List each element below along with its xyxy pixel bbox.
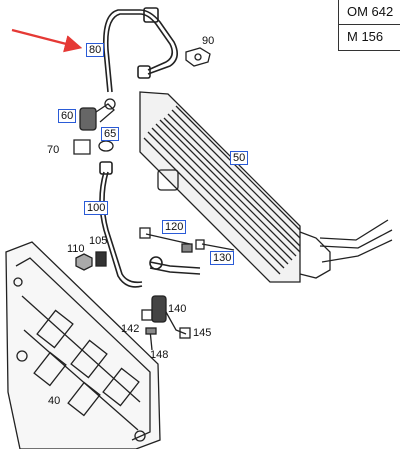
nut-110-clip-105 [75, 251, 107, 271]
engine-code-table: OM 642 M 156 [338, 0, 400, 51]
part-label-70: 70 [47, 144, 60, 156]
bracket-140-group [141, 295, 191, 351]
engine-code-row: M 156 [339, 24, 400, 49]
part-label-120[interactable]: 120 [162, 220, 187, 234]
part-label-40: 40 [48, 395, 61, 407]
part-label-80[interactable]: 80 [86, 43, 105, 57]
clip-90 [185, 47, 211, 67]
part-label-142: 142 [121, 323, 140, 335]
fittings-60-65-70 [73, 98, 116, 155]
part-label-148: 148 [150, 349, 169, 361]
bolts-120-130 [139, 227, 235, 253]
pointer-arrow [11, 28, 83, 53]
part-label-145: 145 [193, 327, 212, 339]
lower-oil-pipe [99, 161, 201, 288]
part-label-50[interactable]: 50 [230, 151, 249, 165]
oil-cooler [139, 91, 393, 283]
part-label-110: 110 [67, 243, 85, 255]
part-label-130[interactable]: 130 [210, 251, 235, 265]
part-label-100[interactable]: 100 [84, 201, 109, 215]
part-label-65[interactable]: 65 [101, 127, 120, 141]
part-label-60[interactable]: 60 [58, 109, 77, 123]
part-label-105: 105 [89, 235, 108, 247]
part-label-140: 140 [168, 303, 187, 315]
front-carrier-panel [5, 241, 161, 449]
part-label-90: 90 [202, 35, 215, 47]
upper-oil-pipe [102, 7, 178, 93]
engine-code-row: OM 642 [347, 4, 394, 19]
